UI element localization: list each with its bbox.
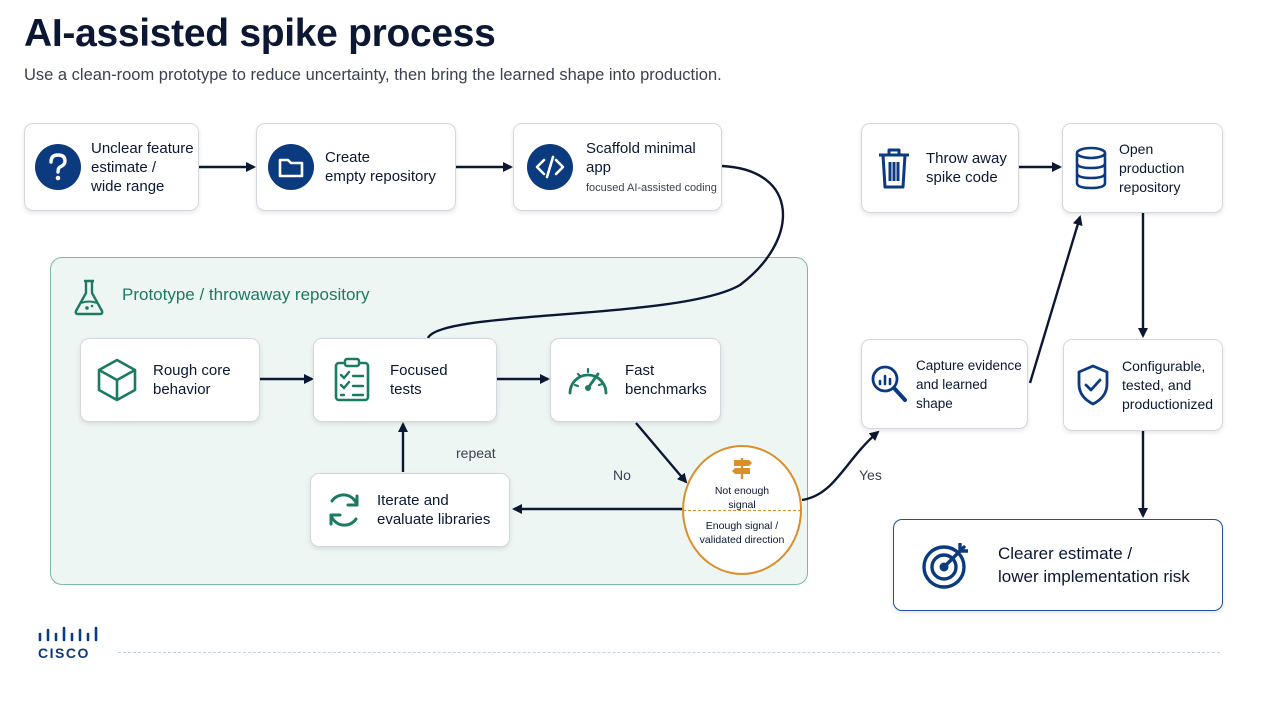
node-sublabel: focused AI-assisted coding — [586, 182, 717, 194]
node-throw-away: Throw away spike code — [861, 123, 1019, 213]
arrow-bench-to-decision — [635, 422, 688, 484]
node-label-line2: estimate / — [91, 158, 157, 176]
arrow-capture-to-prod — [1028, 215, 1083, 384]
refresh-icon — [311, 490, 377, 530]
node-outcome: Clearer estimate / lower implementation … — [893, 519, 1223, 611]
node-label-line2: repository — [1119, 178, 1181, 195]
decision-top-text: Not enough signal — [714, 485, 770, 511]
node-label-line1: Create — [325, 149, 371, 166]
node-scaffold-app: Scaffold minimal app focused AI-assisted… — [513, 123, 722, 211]
cisco-logo-text: CISCO — [38, 645, 90, 661]
arrow-decision-to-capture — [801, 430, 880, 502]
trash-icon — [862, 146, 926, 190]
node-iterate-evaluate: Iterate and evaluate libraries — [310, 473, 510, 547]
node-label-line2: empty repository — [325, 168, 436, 185]
node-fast-benchmarks: Fast benchmarks — [550, 338, 721, 422]
flask-icon — [74, 279, 104, 316]
node-unclear-estimate: Unclear feature estimate / wide range — [24, 123, 199, 211]
node-label-line2: tests — [390, 381, 422, 398]
node-label-line3: productionized — [1122, 395, 1214, 412]
node-capture-evidence: Capture evidence and learned shape — [861, 339, 1028, 429]
node-label-line1: Fast — [625, 362, 655, 379]
node-label-line1: Scaffold minimal — [586, 140, 696, 157]
panel-title: Prototype / throwaway repository — [122, 285, 370, 304]
node-label-line2: behavior — [153, 381, 211, 398]
node-rough-core: Rough core behavior — [80, 338, 260, 422]
gauge-icon — [551, 361, 625, 399]
node-label-line2: benchmarks — [625, 381, 707, 398]
node-label-line1: Capture evidence — [916, 357, 1022, 373]
node-label-line1: Focused — [390, 362, 448, 379]
node-label-line1: Clearer estimate / — [998, 544, 1133, 563]
node-label-line2: lower implementation risk — [998, 567, 1190, 586]
flow-label-no: No — [613, 467, 631, 483]
footer-divider — [118, 652, 1220, 653]
node-label-line1: Unclear feature — [91, 139, 194, 157]
question-icon — [25, 144, 91, 190]
decision-divider — [683, 510, 801, 511]
node-label-line2: and learned shape — [916, 376, 988, 411]
arrow-scaffold-to-tests — [426, 164, 785, 339]
code-icon — [514, 144, 586, 190]
cube-icon — [81, 357, 153, 403]
node-label-line1: Configurable, — [1122, 357, 1206, 374]
node-configurable: Configurable, tested, and productionized — [1063, 339, 1223, 431]
node-label-line2: spike code — [926, 169, 998, 186]
node-open-production: Open production repository — [1062, 123, 1223, 213]
checklist-icon — [314, 357, 390, 403]
page-title: AI-assisted spike process — [24, 12, 496, 55]
node-label-line2: app — [586, 159, 612, 176]
node-label-line1: Throw away — [926, 150, 1007, 167]
target-icon — [894, 539, 998, 591]
magnifier-chart-icon — [862, 364, 916, 404]
folder-icon — [257, 144, 325, 190]
node-focused-tests: Focused tests — [313, 338, 497, 422]
signpost-icon — [732, 458, 752, 479]
node-create-repository: Create empty repository — [256, 123, 456, 211]
cisco-bars-icon — [38, 626, 98, 642]
database-icon — [1063, 146, 1119, 190]
node-label-line2: tested, and — [1122, 376, 1192, 393]
node-label-line1: Rough core — [153, 362, 231, 379]
node-label-line3: wide range — [91, 177, 165, 195]
node-label-line2: evaluate libraries — [377, 511, 491, 528]
page-subtitle: Use a clean-room prototype to reduce unc… — [24, 66, 722, 84]
node-label-line1: Open production — [1119, 140, 1185, 176]
flow-label-repeat: repeat — [456, 445, 496, 461]
node-label-line1: Iterate and — [377, 492, 449, 509]
shield-check-icon — [1064, 363, 1122, 407]
decision-bottom-text: Enough signal / validated direction — [699, 520, 785, 546]
flow-label-yes: Yes — [859, 467, 882, 483]
